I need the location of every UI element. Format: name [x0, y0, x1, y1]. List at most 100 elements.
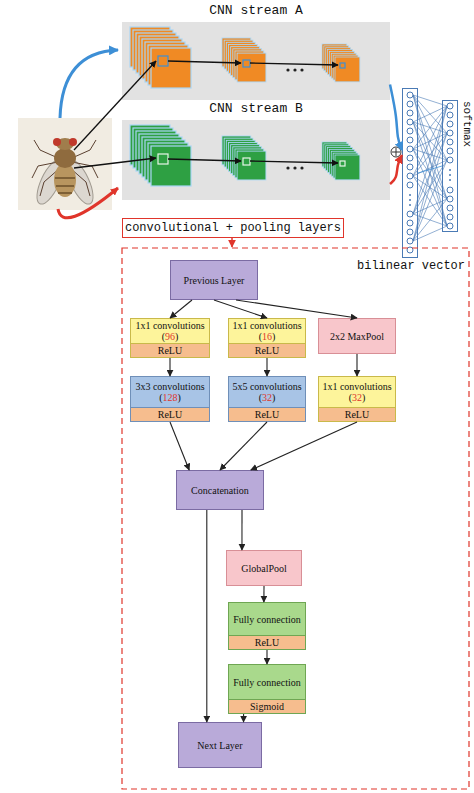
layer-box: 3x3 convolutions (128)ReLU [130, 376, 210, 422]
feature-map-stack [222, 136, 266, 180]
text-run: Previous Layer [184, 275, 245, 286]
neuron [407, 247, 413, 253]
text-run: ) [362, 392, 365, 403]
neuron [447, 130, 453, 136]
dot [409, 194, 411, 196]
fly-eye [69, 138, 77, 146]
stream-arrow [60, 50, 118, 118]
layer-box: 5x5 convolutions (32) ReLU [228, 376, 306, 422]
text-run: ReLU [255, 637, 279, 648]
fly-wing [32, 156, 69, 207]
fly-thorax [54, 148, 76, 168]
neuron [447, 139, 453, 145]
dot [286, 166, 289, 169]
neuron [407, 128, 413, 134]
dot [293, 166, 296, 169]
connector-arrow [243, 714, 244, 722]
dot [449, 174, 451, 176]
dot [286, 68, 289, 71]
text-run: 3x3 convolutions (128) [133, 381, 207, 403]
layer-label: 5x5 convolutions (32) [229, 377, 305, 407]
text-run: bilinear vector [357, 259, 465, 273]
neuron [447, 157, 453, 163]
receptive-field [158, 56, 168, 66]
layer-label: 2x2 MaxPool [319, 319, 395, 353]
connector-arrow [214, 300, 267, 318]
connector-arrow [390, 155, 402, 184]
heading-label: CNN stream B [122, 101, 390, 117]
neuron [407, 110, 413, 116]
fly-eye [53, 138, 61, 146]
neuron [447, 148, 453, 154]
layer-label: Fully connection [229, 665, 305, 699]
connector-arrow [356, 354, 357, 376]
connector-arrow [263, 586, 264, 602]
neuron [407, 119, 413, 125]
heading-label: convolutional + pooling layers [123, 219, 343, 237]
vector-column: bilinear vector [402, 88, 418, 258]
photo-background [18, 118, 112, 210]
receptive-field [243, 158, 250, 165]
neuron [407, 146, 413, 152]
neuron [407, 211, 413, 217]
feature-map-stack [322, 44, 360, 82]
text-run: ReLU [158, 345, 182, 356]
filter-count: 96 [165, 331, 175, 342]
dense-box: Fully connectionSigmoid [228, 664, 306, 714]
activation-label: ReLU [229, 407, 305, 421]
sum-plus [392, 148, 400, 156]
text-run: ReLU [255, 345, 279, 356]
connector-arrow [170, 422, 189, 470]
layer-label: Fully connection [229, 603, 305, 635]
heading-label: CNN stream A [122, 3, 390, 19]
feature-map-stack [222, 38, 266, 82]
pointer-arrows [74, 61, 338, 168]
text-run: ReLU [255, 409, 279, 420]
merge-box: Concatenation [176, 470, 264, 510]
receptive-field [158, 154, 168, 164]
pool-box: GlobalPool [226, 550, 302, 586]
text-run: 2x2 MaxPool [330, 331, 384, 342]
text-run: Next Layer [197, 740, 242, 751]
neuron [407, 92, 413, 98]
fly-wing [62, 156, 99, 207]
layer-label: Previous Layer [171, 261, 257, 299]
stream-arrow [58, 188, 118, 218]
text-run: 1x1 convolutions (32) [321, 381, 393, 403]
layer-label: Next Layer [179, 723, 261, 767]
dense-box: Fully connectionReLU [228, 602, 306, 650]
activation-label: ReLU [229, 343, 305, 357]
neuron [407, 101, 413, 107]
dot [409, 204, 411, 206]
sum-circle [391, 147, 401, 157]
receptive-field [340, 63, 345, 68]
neuron [447, 223, 453, 229]
neuron [447, 196, 453, 202]
connector-arrow [251, 422, 357, 470]
neuron [407, 155, 413, 161]
neuron [447, 103, 453, 109]
connector-arrow [241, 510, 242, 550]
text-run: CNN stream A [209, 3, 303, 19]
fly-head [56, 138, 74, 150]
ellipsis-dots [286, 68, 303, 169]
vertical-ellipsis [409, 169, 451, 206]
dot [449, 179, 451, 181]
activation-label: Sigmoid [229, 699, 305, 713]
connector-arrow [266, 650, 267, 664]
io-layer-box: Next Layer [178, 722, 262, 768]
neuron [447, 205, 453, 211]
receptive-field [243, 60, 250, 67]
pointer-arrow [250, 161, 338, 163]
text-run: ) [175, 331, 178, 342]
neuron [407, 229, 413, 235]
connector-arrow [266, 358, 267, 376]
text-run: ) [178, 392, 181, 403]
filter-count: 32 [352, 392, 362, 403]
dot [293, 68, 296, 71]
text-run: ReLU [345, 409, 369, 420]
sum-symbol [391, 147, 401, 157]
layer-box: 1x1 convolutions (16)ReLU [228, 318, 306, 358]
